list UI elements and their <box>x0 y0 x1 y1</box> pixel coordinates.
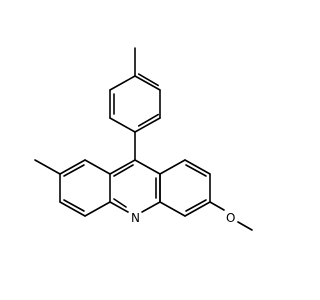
bond <box>84 159 111 175</box>
bond <box>63 199 85 212</box>
bond <box>109 201 129 213</box>
bond <box>159 201 186 217</box>
bond <box>134 159 161 175</box>
bond <box>109 159 136 175</box>
bond <box>209 201 225 211</box>
methoxy-group-bonds <box>209 201 253 231</box>
molecule-canvas: N O <box>34 47 253 231</box>
bond <box>113 198 127 208</box>
quinoline-structure-diagram: N O <box>34 47 253 231</box>
bond <box>109 117 136 133</box>
bond <box>59 159 86 175</box>
bond <box>113 164 134 177</box>
bond <box>134 75 161 91</box>
bond <box>63 164 85 177</box>
bond <box>184 201 211 217</box>
bond <box>84 201 111 217</box>
bond <box>185 164 207 177</box>
bond <box>185 199 207 212</box>
bond <box>159 159 186 175</box>
bond <box>237 221 253 231</box>
bond <box>34 159 61 175</box>
bond-lines <box>34 47 211 217</box>
bond <box>109 75 136 91</box>
bond <box>184 159 211 175</box>
bond <box>141 201 161 213</box>
bond <box>137 73 159 87</box>
oxygen-atom-label: O <box>226 211 235 225</box>
atom-labels: N O <box>131 211 235 225</box>
nitrogen-atom-label: N <box>131 211 140 225</box>
bond <box>134 117 161 133</box>
bond <box>59 201 86 217</box>
bond <box>137 113 159 127</box>
